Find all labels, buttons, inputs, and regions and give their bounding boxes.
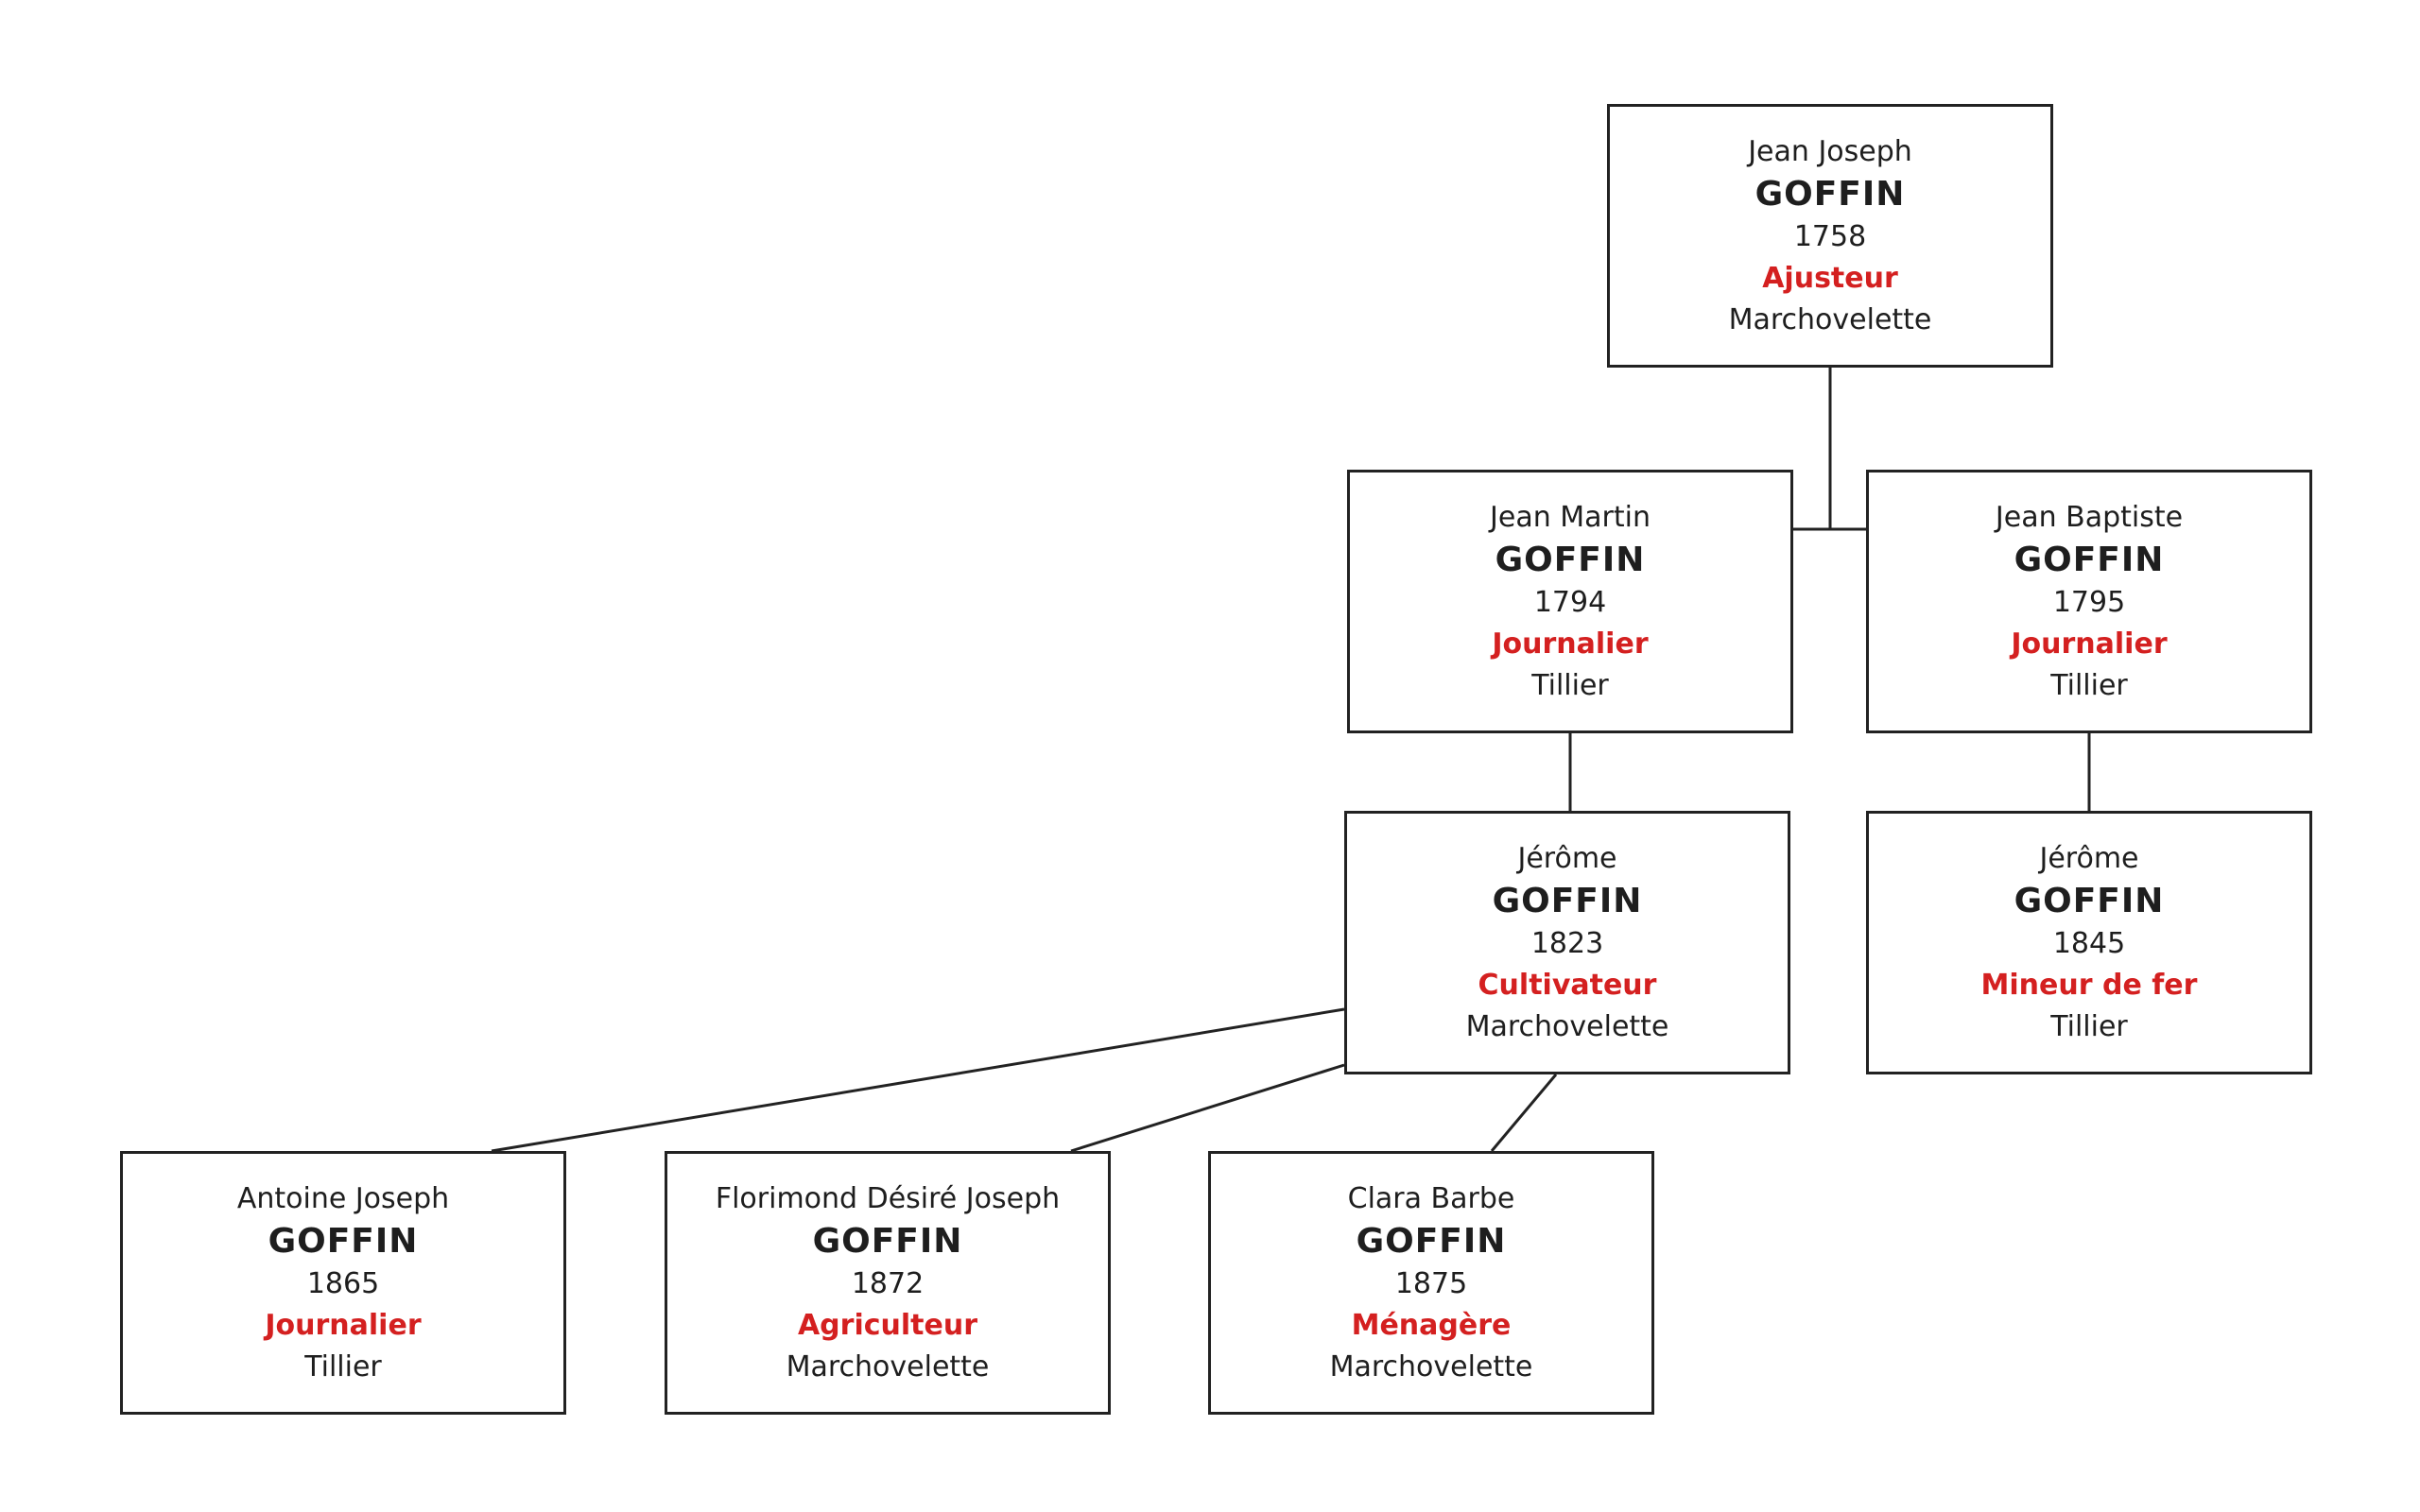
place: Tillier — [2050, 668, 2128, 702]
given-name: Jean Baptiste — [1995, 500, 2184, 534]
surname: GOFFIN — [812, 1221, 963, 1261]
place: Marchovelette — [1465, 1009, 1669, 1043]
connector-jerome-1823-to-florimond — [1070, 1063, 1345, 1153]
birth-year: 1872 — [851, 1266, 925, 1300]
place: Tillier — [304, 1349, 382, 1383]
person-card-jean-joseph[interactable]: Jean Joseph GOFFIN 1758 Ajusteur Marchov… — [1607, 104, 2053, 368]
birth-year: 1758 — [1793, 219, 1867, 253]
surname: GOFFIN — [2014, 881, 2165, 920]
place: Tillier — [2050, 1009, 2128, 1043]
surname: GOFFIN — [1492, 881, 1643, 920]
connector-jerome-1823-to-antoine-joseph — [491, 1007, 1345, 1153]
given-name: Jean Martin — [1490, 500, 1651, 534]
given-name: Jérôme — [1517, 841, 1617, 875]
birth-year: 1795 — [2052, 585, 2126, 619]
place: Tillier — [1531, 668, 1609, 702]
occupation: Journalier — [2011, 627, 2168, 661]
birth-year: 1823 — [1530, 926, 1604, 960]
occupation: Agriculteur — [797, 1308, 978, 1342]
birth-year: 1794 — [1533, 585, 1607, 619]
person-card-jerome-1845[interactable]: Jérôme GOFFIN 1845 Mineur de fer Tillier — [1866, 811, 2312, 1074]
place: Marchovelette — [1728, 302, 1932, 336]
place: Marchovelette — [786, 1349, 990, 1383]
place: Marchovelette — [1329, 1349, 1533, 1383]
surname: GOFFIN — [1754, 174, 1906, 214]
given-name: Clara Barbe — [1347, 1181, 1515, 1215]
birth-year: 1875 — [1394, 1266, 1468, 1300]
person-card-florimond[interactable]: Florimond Désiré Joseph GOFFIN 1872 Agri… — [665, 1151, 1111, 1415]
given-name: Jean Joseph — [1748, 134, 1912, 168]
given-name: Jérôme — [2039, 841, 2139, 875]
surname: GOFFIN — [1495, 540, 1646, 579]
person-card-antoine-joseph[interactable]: Antoine Joseph GOFFIN 1865 Journalier Ti… — [120, 1151, 566, 1415]
surname: GOFFIN — [2014, 540, 2165, 579]
occupation: Journalier — [265, 1308, 422, 1342]
occupation: Ajusteur — [1762, 261, 1898, 295]
occupation: Cultivateur — [1478, 968, 1657, 1002]
given-name: Antoine Joseph — [236, 1181, 450, 1215]
occupation: Ménagère — [1351, 1308, 1512, 1342]
occupation: Mineur de fer — [1980, 968, 2198, 1002]
person-card-jean-baptiste[interactable]: Jean Baptiste GOFFIN 1795 Journalier Til… — [1866, 470, 2312, 733]
surname: GOFFIN — [1356, 1221, 1507, 1261]
connector-jerome-1823-to-clara-barbe — [1490, 1074, 1558, 1152]
person-card-clara-barbe[interactable]: Clara Barbe GOFFIN 1875 Ménagère Marchov… — [1208, 1151, 1654, 1415]
surname: GOFFIN — [268, 1221, 419, 1261]
birth-year: 1865 — [306, 1266, 380, 1300]
occupation: Journalier — [1492, 627, 1649, 661]
person-card-jean-martin[interactable]: Jean Martin GOFFIN 1794 Journalier Tilli… — [1347, 470, 1793, 733]
person-card-jerome-1823[interactable]: Jérôme GOFFIN 1823 Cultivateur Marchovel… — [1344, 811, 1790, 1074]
given-name: Florimond Désiré Joseph — [715, 1181, 1061, 1215]
birth-year: 1845 — [2052, 926, 2126, 960]
